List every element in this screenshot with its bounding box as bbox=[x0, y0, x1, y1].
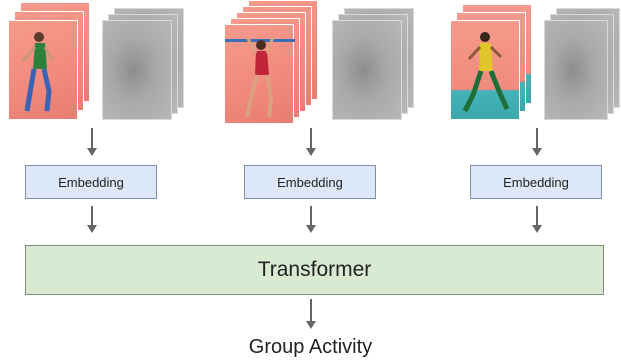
arrow-embedding-to-transformer-1 bbox=[87, 206, 97, 233]
arrow-frames-to-embedding-2 bbox=[306, 128, 316, 156]
arrow-embedding-to-transformer-3 bbox=[532, 206, 542, 233]
arrow-transformer-to-output bbox=[306, 299, 316, 329]
transformer-box: Transformer bbox=[25, 245, 604, 295]
rgb-frame-stack-3 bbox=[450, 4, 540, 120]
player-figure-icon bbox=[462, 32, 510, 113]
arrow-frames-to-embedding-1 bbox=[87, 128, 97, 156]
rgb-frame-stack-2 bbox=[224, 0, 324, 124]
group-activity-label: Group Activity bbox=[248, 336, 373, 358]
flow-frame-stack-1 bbox=[100, 8, 190, 120]
flow-frame-stack-2 bbox=[330, 8, 420, 120]
rgb-frame-front bbox=[450, 20, 520, 120]
flow-frame-front bbox=[332, 20, 402, 120]
embedding-box-3: Embedding bbox=[470, 165, 602, 199]
embedding-box-1: Embedding bbox=[25, 165, 157, 199]
player-figure-icon bbox=[225, 36, 295, 118]
player-figure-icon bbox=[21, 32, 55, 112]
flow-frame-stack-3 bbox=[542, 8, 621, 120]
arrow-frames-to-embedding-3 bbox=[532, 128, 542, 156]
rgb-frame-front bbox=[8, 20, 78, 120]
rgb-frame-stack-1 bbox=[8, 2, 98, 120]
flow-frame-front bbox=[102, 20, 172, 120]
flow-frame-front bbox=[544, 20, 608, 120]
arrow-embedding-to-transformer-2 bbox=[306, 206, 316, 233]
rgb-frame-front bbox=[224, 24, 295, 124]
embedding-box-2: Embedding bbox=[244, 165, 376, 199]
